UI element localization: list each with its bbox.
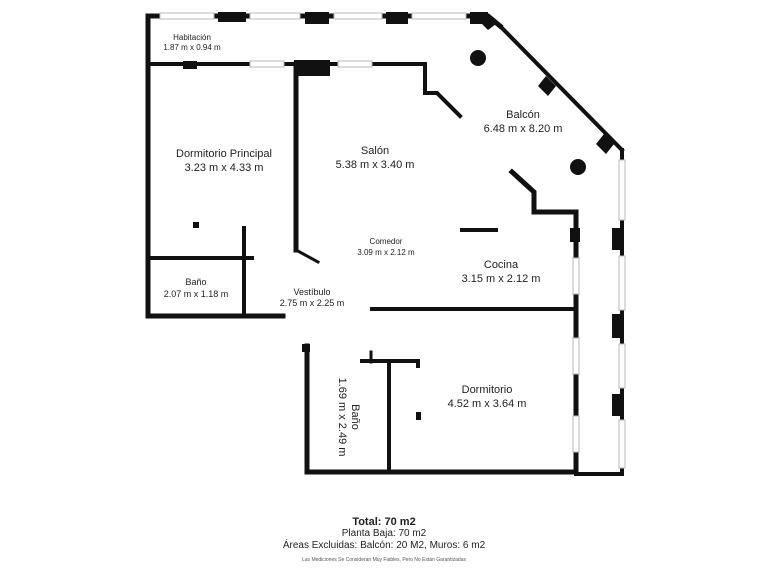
window (159, 12, 215, 20)
disclaimer-text: Las Mediciones Se Consideran Muy Fiables… (302, 557, 466, 563)
wall-bano2-north (360, 359, 420, 368)
room-size-salon: 5.38 m x 3.40 m (336, 159, 415, 171)
column (218, 12, 246, 22)
wall-cocina-north (508, 168, 579, 475)
room-name-salon: Salón (361, 145, 389, 157)
column (305, 12, 329, 24)
window (572, 257, 580, 295)
room-name-dormitorio: Dormitorio (462, 384, 513, 396)
wall-salon-north-east (423, 62, 463, 119)
summary-planta-baja: Planta Baja: 70 m2 (341, 528, 427, 539)
window (618, 255, 626, 311)
room-name-bano-1: Baño (185, 277, 206, 287)
window (337, 60, 373, 68)
column-round (570, 159, 586, 175)
room-size-comedor: 3.09 m x 2.12 m (357, 248, 415, 257)
column (302, 344, 310, 352)
column (570, 228, 580, 242)
window (249, 12, 301, 20)
room-name-comedor: Comedor (370, 237, 403, 246)
room-name-balcon: Balcón (506, 109, 540, 121)
window (618, 343, 626, 389)
outer-wall-west (145, 13, 286, 319)
room-size-bano-2: 1.69 m x 2.49 m (336, 378, 348, 457)
room-size-cocina: 3.15 m x 2.12 m (462, 273, 541, 285)
window (411, 12, 467, 20)
column (538, 76, 556, 96)
window (572, 337, 580, 375)
windows (159, 12, 626, 469)
window (249, 60, 285, 68)
window (333, 12, 383, 20)
room-size-habitacion: 1.87 m x 0.94 m (163, 43, 221, 52)
room-size-dormitorio: 4.52 m x 3.64 m (448, 398, 527, 410)
room-size-dormitorio-principal: 3.23 m x 4.33 m (185, 162, 264, 174)
summary-areas-excluidas: Áreas Excluidas: Balcón: 20 M2, Muros: 6… (282, 540, 486, 551)
room-name-habitacion: Habitación (173, 33, 211, 42)
summary-total: Total: 70 m2 (352, 516, 416, 528)
window (572, 415, 580, 453)
room-name-dormitorio-principal: Dormitorio Principal (176, 148, 272, 160)
room-name-bano-2: Baño (349, 404, 361, 430)
column (193, 222, 199, 228)
column (612, 228, 624, 250)
column (612, 394, 624, 416)
column-round (470, 50, 486, 66)
floor-plan: Habitación 1.87 m x 0.94 m Dormitorio Pr… (145, 12, 626, 476)
window (618, 159, 626, 221)
column (612, 314, 624, 338)
room-labels: Habitación 1.87 m x 0.94 m Dormitorio Pr… (163, 33, 562, 456)
column (183, 61, 197, 69)
wall-salon-south-stub (293, 247, 321, 265)
column (386, 12, 408, 24)
column (294, 60, 330, 76)
column (596, 134, 614, 154)
columns (183, 12, 624, 420)
column (478, 14, 496, 30)
room-name-cocina: Cocina (484, 259, 519, 271)
room-size-vestibulo: 2.75 m x 2.25 m (280, 298, 345, 308)
room-size-bano-1: 2.07 m x 1.18 m (164, 289, 229, 299)
room-size-balcon: 6.48 m x 8.20 m (484, 123, 563, 135)
outer-wall-balcony-diagonal (497, 23, 625, 153)
column (416, 412, 421, 420)
room-name-vestibulo: Vestíbulo (293, 287, 330, 297)
window (618, 419, 626, 469)
